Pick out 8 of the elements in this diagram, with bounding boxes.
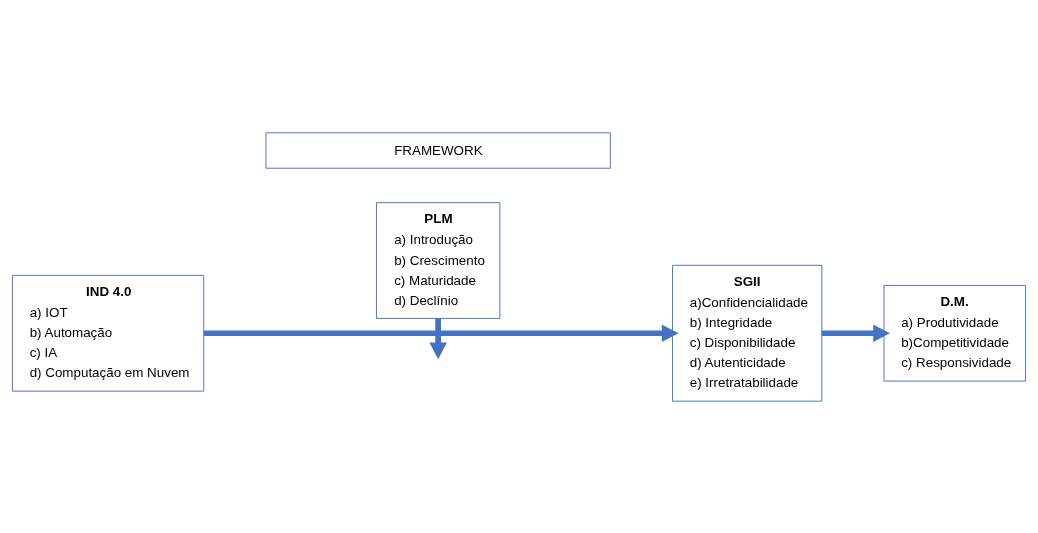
arrow xyxy=(203,324,679,342)
arrow xyxy=(429,318,447,359)
node-box: IND 4.0 a) IOT b) Automação c) IA d) Computação em Nuvem xyxy=(11,274,205,392)
node-box: FRAMEWORK xyxy=(265,131,611,169)
arrow xyxy=(821,323,890,342)
node-box: D.M. a) Produtividade b)Competitividade c) Responsividade xyxy=(883,284,1027,382)
node-box: SGII a)Confidencialidade b) Integridade c) Disponibilidade d) Autenticidade e) Irretratabilidade xyxy=(672,264,823,402)
node-box: PLM a) Introdução b) Crescimento c) Maturidade d) Declínio xyxy=(375,201,501,319)
